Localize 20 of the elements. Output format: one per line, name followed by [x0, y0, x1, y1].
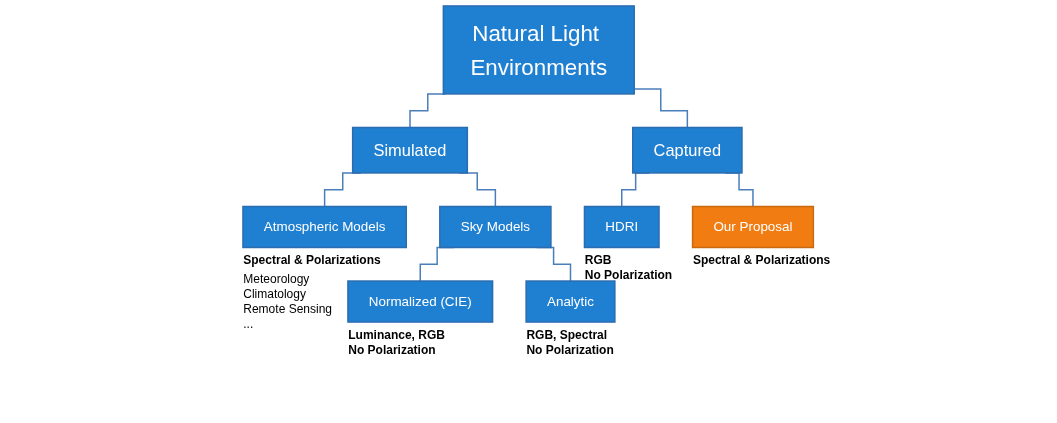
node-box: Simulated [352, 126, 469, 174]
node-note: RGB, Spectral [526, 328, 608, 344]
node-box: HDRI [584, 205, 661, 249]
node-box: Normalized (CIE) [347, 280, 494, 323]
node-note: Luminance, RGB [348, 328, 445, 344]
node-box: Captured [632, 126, 744, 174]
node-note: No Polarization [348, 343, 436, 359]
node-note: Meteorology [243, 272, 310, 288]
node-box: Natural Light Environments [442, 5, 636, 95]
node-note: Spectral & Polarizations [243, 253, 381, 269]
node-note: No Polarization [526, 343, 614, 359]
node-box: Sky Models [439, 205, 552, 249]
node-note: ... [243, 317, 254, 333]
node-box: Our Proposal [692, 205, 815, 249]
node-note: RGB [584, 253, 612, 269]
node-note: Climatology [243, 287, 306, 303]
node-note: Remote Sensing [243, 302, 332, 318]
node-box: Analytic [525, 280, 616, 323]
node-box: Atmospheric Models [242, 205, 408, 249]
node-note: Spectral & Polarizations [692, 253, 831, 269]
